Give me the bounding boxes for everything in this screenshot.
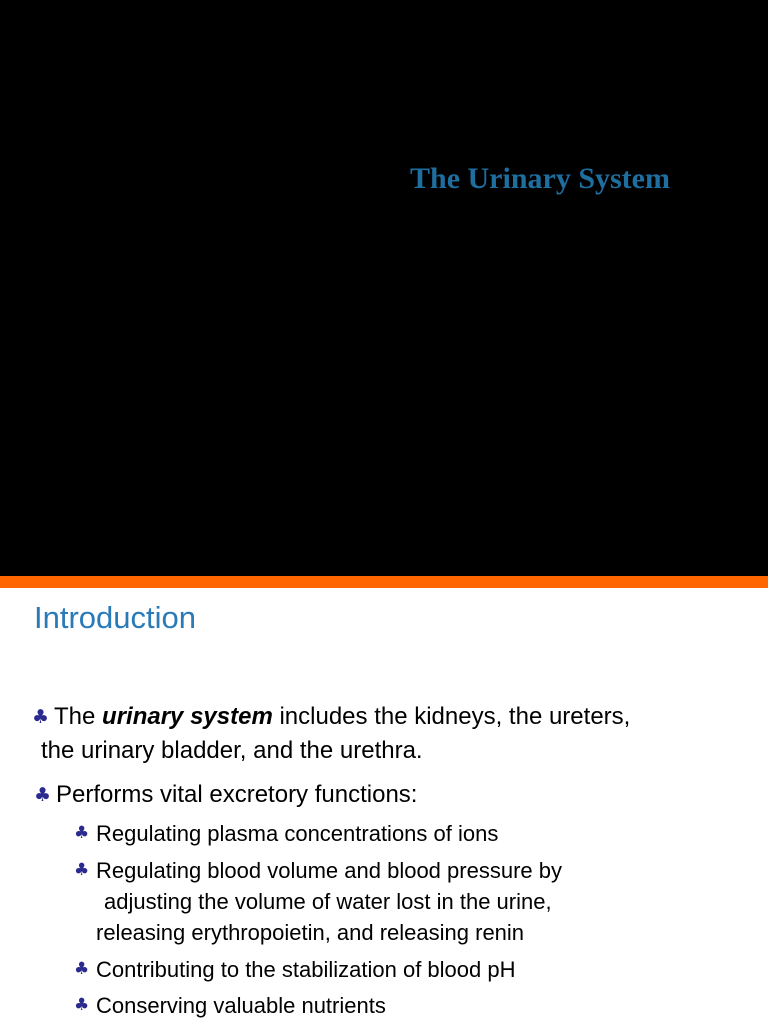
club-icon: ♣ <box>32 706 50 728</box>
bullet-item-2: ♣ Performs vital excretory functions: <box>34 778 418 812</box>
bullet-line: Performs vital excretory functions: <box>56 781 418 808</box>
bullet-line: The urinary system includes the kidneys,… <box>54 700 630 734</box>
sub-bullet-line: Conserving valuable nutrients <box>96 993 386 1018</box>
sub-bullet-item-1: ♣ Regulating plasma concentrations of io… <box>74 818 499 849</box>
sub-bullet-item-3: ♣ Contributing to the stabilization of b… <box>74 954 516 985</box>
bullet-text: includes the kidneys, the ureters, <box>272 703 631 730</box>
sub-bullet-line: releasing erythropoietin, and releasing … <box>96 920 525 945</box>
slide-divider <box>0 576 768 588</box>
sub-bullet-line: adjusting the volume of water lost in th… <box>104 889 552 914</box>
content-slide: Introduction ♣ The urinary system includ… <box>0 588 768 1024</box>
sub-bullet-line: Contributing to the stabilization of blo… <box>96 957 516 982</box>
club-icon: ♣ <box>74 823 90 843</box>
bullet-item-1: ♣ The urinary system includes the kidney… <box>32 700 630 768</box>
slide-title: The Urinary System <box>410 162 670 195</box>
club-icon: ♣ <box>74 995 90 1015</box>
sub-bullet-item-2: ♣ Regulating blood volume and blood pres… <box>74 855 562 948</box>
bullet-line: the urinary bladder, and the urethra. <box>41 737 423 764</box>
club-icon: ♣ <box>74 860 90 880</box>
slide-heading: Introduction <box>34 600 196 635</box>
sub-bullet-line: Regulating blood volume and blood pressu… <box>96 858 562 883</box>
bullet-text: The <box>54 703 103 730</box>
club-icon: ♣ <box>34 784 52 806</box>
club-icon: ♣ <box>74 959 90 979</box>
bullet-emphasis: urinary system <box>102 703 273 730</box>
title-slide: The Urinary System <box>0 0 768 576</box>
sub-bullet-item-4: ♣ Conserving valuable nutrients <box>74 990 386 1021</box>
sub-bullet-line: Regulating plasma concentrations of ions <box>96 821 499 846</box>
